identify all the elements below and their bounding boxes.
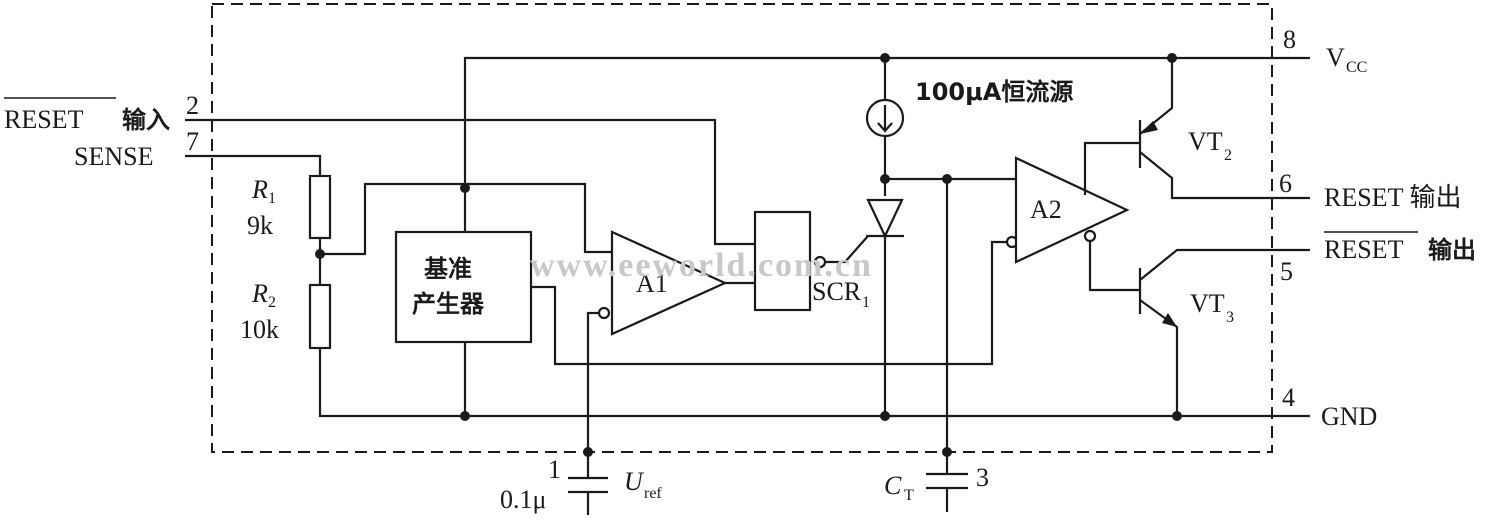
current-source (865, 58, 905, 196)
ic-package-outline (211, 3, 1273, 453)
uref-name: U (624, 467, 645, 496)
r1-value: 9k (247, 211, 273, 240)
current-source-label: 100μA恒流源 (915, 78, 1073, 106)
svg-text:RESET: RESET (1324, 235, 1404, 264)
pin-3-label: 3 (976, 463, 989, 492)
scr-gate-wire (825, 235, 869, 264)
vt3-name: VT (1190, 289, 1225, 318)
uref-sub: ref (644, 485, 662, 502)
transistor-vt3 (1088, 241, 1310, 416)
pin-2-label: 2 (186, 91, 199, 120)
gnd-rail (318, 342, 1310, 421)
uref-wiring (568, 306, 611, 515)
r2-name: R (251, 279, 268, 308)
reference-generator-block (394, 230, 533, 344)
scr1-thyristor (866, 198, 904, 416)
gnd-label: GND (1321, 402, 1377, 431)
ct-sub: T (904, 487, 914, 504)
resistor-r1 (308, 174, 332, 240)
reset-output-label: RESET 输出 (1324, 183, 1461, 212)
pin-4-label: 4 (1282, 383, 1295, 412)
vt3-sub: 3 (1226, 309, 1234, 326)
resistor-r2 (308, 283, 332, 350)
reference-generator-label-1: 基准 (424, 255, 472, 283)
reference-generator-label-2: 产生器 (412, 290, 485, 318)
pin-7-label: 7 (186, 127, 199, 156)
a2-label: A2 (1030, 195, 1062, 224)
vcc-sub: CC (1346, 59, 1367, 76)
comparator-a2 (1014, 156, 1130, 264)
sense-label: SENSE (74, 142, 153, 171)
reference-to-a2-wire (531, 240, 1007, 366)
r2-value: 10k (240, 315, 279, 344)
scr1-sub: 1 (862, 294, 870, 311)
capacitor-ct (926, 179, 968, 512)
pin-1-label: 1 (548, 455, 561, 484)
reset-input-label: RESET 输入 (4, 97, 170, 134)
cap-ref-value: 0.1μ (500, 485, 546, 514)
vcc-label: V (1326, 43, 1345, 72)
a2-inverted-output-bubble (1083, 229, 1097, 243)
scr-control-block (753, 210, 812, 312)
r1-name: R (251, 175, 268, 204)
r2-sub: 2 (268, 294, 276, 311)
transistor-vt2 (1083, 58, 1310, 200)
pin-8-label: 8 (1283, 25, 1296, 54)
pin-6-label: 6 (1279, 169, 1292, 198)
comparator-a1 (610, 230, 728, 336)
reset-input-wire (185, 118, 755, 246)
vt2-name: VT (1188, 127, 1223, 156)
vt2-sub: 2 (1224, 147, 1232, 164)
reset-bar-output-label: RESET 输出 (1324, 231, 1476, 264)
a1-label: A1 (636, 269, 668, 298)
pin-5-label: 5 (1280, 257, 1293, 286)
svg-text:输入: 输入 (122, 106, 170, 134)
watermark: www.eeworld.com.cn (530, 247, 873, 284)
svg-text:RESET: RESET (4, 105, 84, 134)
sense-divider (185, 154, 615, 350)
ct-name: C (884, 471, 902, 500)
r1-sub: 1 (268, 190, 276, 207)
svg-text:输出: 输出 (1428, 236, 1476, 264)
scr1-name: SCR (812, 277, 862, 306)
